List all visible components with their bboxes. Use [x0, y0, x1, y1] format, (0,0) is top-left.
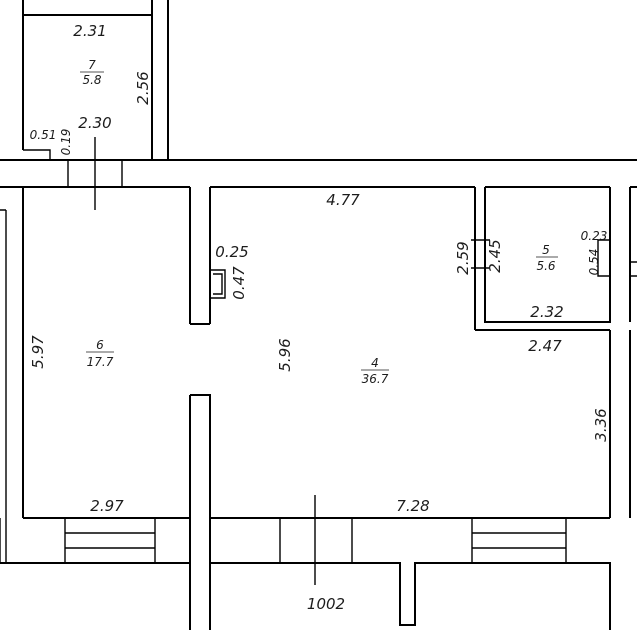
room-area: 5.8: [82, 73, 101, 87]
room-area: 17.7: [87, 355, 114, 369]
dim-r6-left: 5.97: [29, 335, 47, 369]
dim-r4-left: 5.96: [276, 338, 294, 371]
dim-niche7-height: 0.19: [59, 129, 73, 156]
room-area: 36.7: [362, 372, 389, 386]
bottom-structures: [0, 495, 611, 630]
room-number: 4: [371, 356, 379, 370]
dim-r4-top: 4.77: [326, 191, 360, 209]
room-number: 7: [88, 58, 96, 72]
room-label-5: 5 5.6: [536, 243, 558, 273]
dim-r6-bottom: 2.97: [90, 497, 124, 515]
room-label-7: 7 5.8: [80, 58, 104, 87]
dim-r5-left-outer: 2.59: [454, 241, 472, 274]
dim-r4-bottom: 7.28: [396, 497, 429, 515]
dim-r7-bottom: 2.30: [78, 114, 111, 132]
dim-niche5-height: 0.54: [587, 249, 601, 276]
room-4-walls: [210, 187, 611, 519]
dim-r5-bottom: 2.32: [530, 303, 563, 321]
room-number: 6: [96, 338, 104, 352]
dim-street: 1002: [307, 595, 345, 613]
dim-niche7-width: 0.51: [30, 128, 57, 142]
dim-niche4-height: 0.47: [230, 266, 248, 300]
room-5-walls: [471, 187, 637, 518]
room-area: 5.6: [536, 259, 555, 273]
dim-niche5-width: 0.23: [581, 229, 608, 243]
dim-r7-top: 2.31: [73, 22, 106, 40]
room-label-4: 4 36.7: [361, 356, 389, 386]
dim-niche4-width: 0.25: [215, 243, 248, 261]
dim-r7-right: 2.56: [134, 71, 152, 104]
room-6-walls: [0, 187, 211, 630]
dim-r5-left-inner: 2.45: [486, 239, 504, 272]
corridor-walls: [0, 137, 637, 210]
dim-r4-step: 2.47: [528, 337, 562, 355]
room-label-6: 6 17.7: [86, 338, 114, 369]
dim-r4-right: 3.36: [592, 408, 610, 441]
room-number: 5: [542, 243, 550, 257]
